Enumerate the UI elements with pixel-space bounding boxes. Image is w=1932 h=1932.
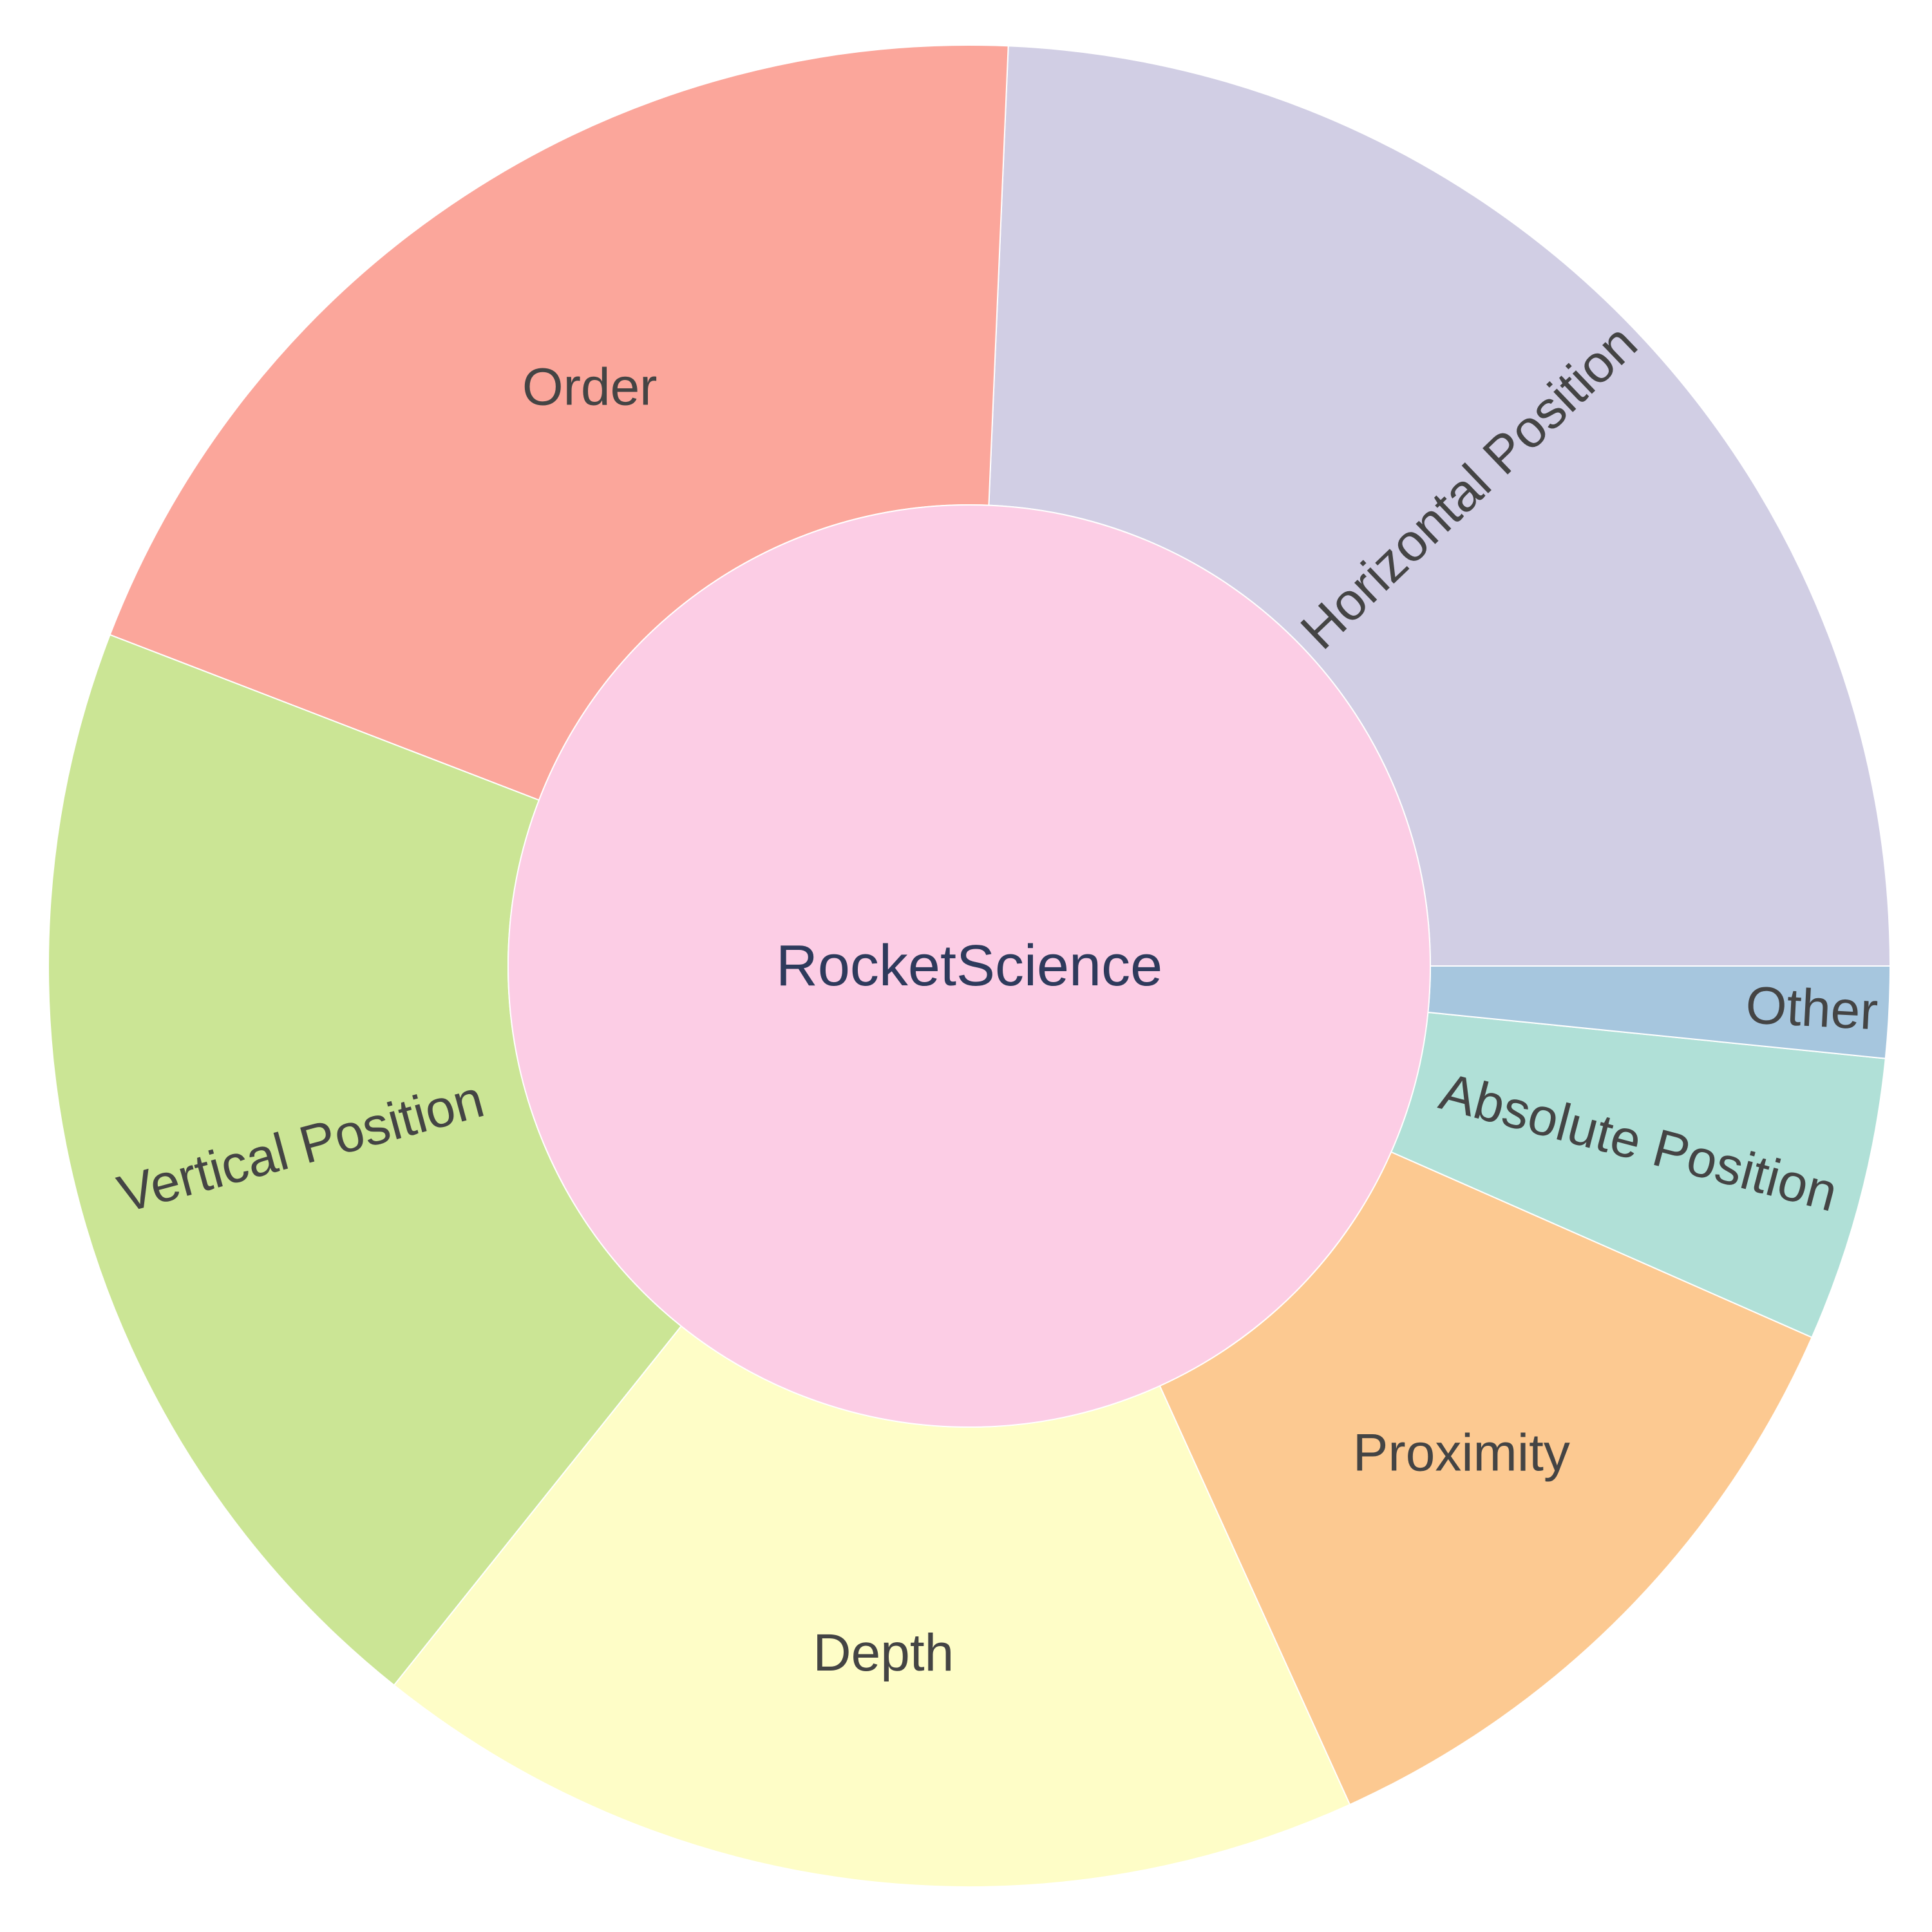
segment-label-proximity: Proximity <box>1353 1423 1570 1482</box>
segment-label-other: Other <box>1745 976 1879 1041</box>
center-circle[interactable] <box>507 504 1431 1428</box>
center-label: RocketScience <box>776 934 1162 998</box>
segment-label-order: Order <box>522 357 658 416</box>
center-node: RocketScience <box>507 504 1431 1428</box>
outer-ring <box>48 44 1891 1888</box>
segment-label-depth: Depth <box>813 1624 954 1682</box>
